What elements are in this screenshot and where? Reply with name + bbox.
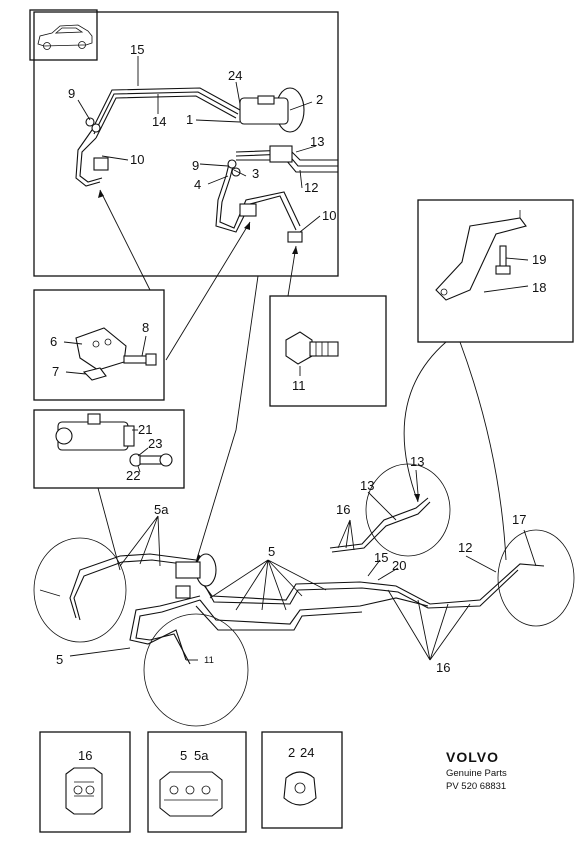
label-11-main: 11 bbox=[204, 655, 214, 666]
car-thumbnail bbox=[29, 9, 98, 61]
label-6: 6 bbox=[50, 334, 57, 349]
clip-box-16 bbox=[39, 731, 131, 833]
clip-box-5 bbox=[147, 731, 247, 833]
label-9-mid: 9 bbox=[192, 158, 199, 173]
inset-valve bbox=[33, 409, 185, 489]
label-23: 23 bbox=[148, 436, 162, 451]
inset-clamp bbox=[33, 289, 165, 401]
label-15: 15 bbox=[130, 42, 144, 57]
label-22: 22 bbox=[126, 468, 140, 483]
label-17: 17 bbox=[512, 512, 526, 527]
inset-bracket bbox=[417, 199, 574, 343]
label-13-rear-b: 13 bbox=[410, 454, 424, 469]
brand-logo: VOLVO bbox=[446, 749, 499, 765]
clip-label-2: 2 bbox=[288, 745, 295, 760]
label-16-upper: 16 bbox=[336, 502, 350, 517]
label-7: 7 bbox=[52, 364, 59, 379]
inset-master-cylinder bbox=[33, 11, 339, 277]
label-11-inset: 11 bbox=[292, 378, 306, 393]
part-number: PV 520 68831 bbox=[446, 781, 506, 792]
label-16-lower: 16 bbox=[436, 660, 450, 675]
inset-bolt bbox=[269, 295, 387, 407]
label-24: 24 bbox=[228, 68, 242, 83]
label-19: 19 bbox=[532, 252, 546, 267]
label-8: 8 bbox=[142, 320, 149, 335]
label-20: 20 bbox=[392, 558, 406, 573]
clip-label-5a: 5a bbox=[194, 748, 209, 763]
connector-arrows bbox=[97, 189, 507, 571]
clip-label-5: 5 bbox=[180, 748, 187, 763]
label-4: 4 bbox=[194, 177, 201, 192]
label-9-top: 9 bbox=[68, 86, 75, 101]
label-18: 18 bbox=[532, 280, 546, 295]
clip-label-16: 16 bbox=[78, 748, 92, 763]
brand-subtitle: Genuine Parts bbox=[446, 768, 507, 779]
label-5a-main: 5a bbox=[154, 502, 169, 517]
label-10-right: 10 bbox=[322, 208, 336, 223]
clip-box-2-24 bbox=[261, 731, 343, 829]
label-5-mid: 5 bbox=[268, 544, 275, 559]
label-13: 13 bbox=[310, 134, 324, 149]
label-3: 3 bbox=[252, 166, 259, 181]
label-13-rear-a: 13 bbox=[360, 478, 374, 493]
label-1: 1 bbox=[186, 112, 193, 127]
label-15-main: 15 bbox=[374, 550, 388, 565]
clip-label-24: 24 bbox=[300, 745, 314, 760]
label-5-left: 5 bbox=[56, 652, 63, 667]
label-12-main: 12 bbox=[458, 540, 472, 555]
label-14: 14 bbox=[152, 114, 166, 129]
label-12: 12 bbox=[304, 180, 318, 195]
label-21: 21 bbox=[138, 422, 152, 437]
label-2: 2 bbox=[316, 92, 323, 107]
label-10-left: 10 bbox=[130, 152, 144, 167]
chassis-brake-lines bbox=[33, 463, 575, 727]
